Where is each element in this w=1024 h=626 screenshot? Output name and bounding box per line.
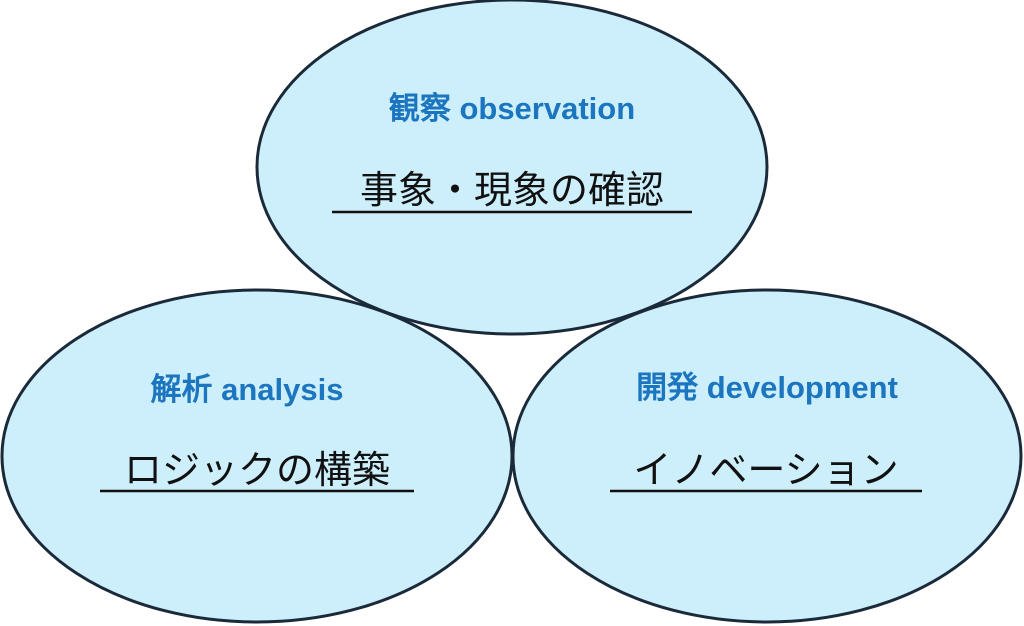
development-title: 開発 development xyxy=(636,370,898,405)
development-subtitle: イノベーション xyxy=(633,448,898,492)
observation-title: 観察 observation xyxy=(389,91,635,126)
node-development xyxy=(511,288,1023,624)
observation-ellipse xyxy=(255,0,769,336)
observation-subtitle: 事象・現象の確認 xyxy=(360,168,664,212)
analysis-subtitle: ロジックの構築 xyxy=(124,448,390,492)
analysis-title: 解析 analysis xyxy=(151,372,344,407)
development-ellipse xyxy=(511,288,1023,624)
node-observation xyxy=(255,0,769,336)
